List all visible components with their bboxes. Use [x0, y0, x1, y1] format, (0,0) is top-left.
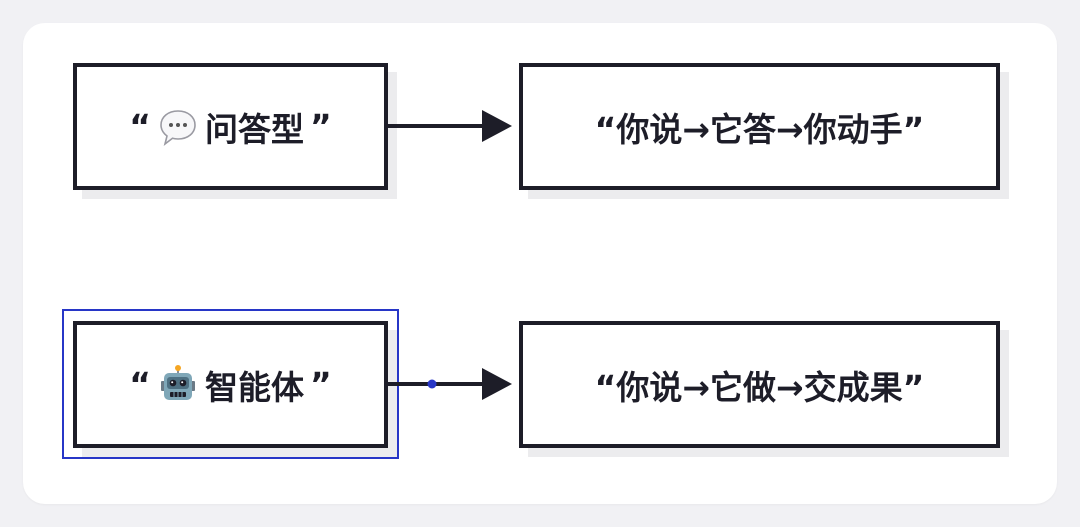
open-quote: “: [129, 107, 151, 146]
open-quote: “: [129, 365, 151, 404]
source-node-agent[interactable]: “ 智能体 ”: [73, 321, 388, 448]
arrow-connector-2[interactable]: [386, 363, 516, 405]
connector-handle[interactable]: [427, 379, 437, 389]
source-node-agent-text: 智能体: [205, 367, 304, 407]
source-node-agent-label: “ 智能体 ”: [129, 361, 332, 409]
target-node-agent-text: “你说→它做→交成果”: [594, 367, 925, 407]
source-node-qa[interactable]: “ 问答型 ”: [73, 63, 388, 190]
target-node-qa-text: “你说→它答→你动手”: [594, 109, 925, 149]
close-quote: ”: [310, 365, 332, 404]
robot-face-icon: [157, 364, 199, 406]
target-node-qa[interactable]: “你说→它答→你动手”: [519, 63, 1000, 190]
speech-bubble-icon: [157, 106, 199, 148]
selection-outline: [62, 309, 399, 459]
target-node-agent[interactable]: “你说→它做→交成果”: [519, 321, 1000, 448]
arrow-connector-1: [386, 110, 512, 142]
source-node-qa-text: 问答型: [205, 109, 304, 149]
close-quote: ”: [310, 107, 332, 146]
source-node-qa-label: “ 问答型 ”: [129, 103, 331, 151]
